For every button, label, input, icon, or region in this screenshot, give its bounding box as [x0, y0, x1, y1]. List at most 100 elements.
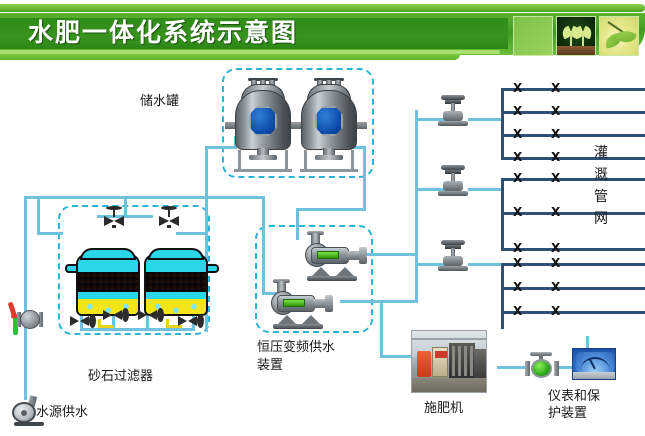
pipe-valve1-feed [415, 118, 445, 121]
storage-tank-1 [225, 78, 301, 162]
emitter: X [551, 81, 561, 95]
emitter: X [551, 205, 561, 219]
header-underline [0, 50, 500, 54]
lateral-1-1 [501, 88, 645, 91]
emitter: X [513, 280, 523, 294]
page-title: 水肥一体化系统示意图 [28, 18, 299, 47]
emitter: X [551, 304, 561, 318]
lateral-3-1 [501, 263, 645, 266]
pipe-source-to-top [24, 196, 264, 199]
butterfly-valve-4[interactable] [178, 314, 204, 328]
lateral-1-4 [501, 157, 645, 160]
water-source-label: 水源供水 [36, 405, 89, 420]
vfd-pump-enclosure [255, 225, 373, 333]
emitter: X [513, 205, 523, 219]
pipe-filter-top-drop [124, 196, 127, 216]
water-source-pump-icon [12, 395, 46, 426]
butterfly-valve-1[interactable] [70, 314, 96, 328]
irrigation-control-valve-2[interactable] [436, 165, 470, 199]
lateral-1-3 [501, 134, 645, 137]
pipe-valve3-feed [415, 263, 445, 266]
lateral-3-2 [501, 287, 645, 290]
storage-tank-2 [291, 78, 367, 162]
pipe-valve2-out [468, 188, 502, 191]
filter-2-top-gate-valve[interactable] [158, 206, 180, 228]
sand-filter-label: 砂石过滤器 [88, 369, 154, 384]
emitter: X [513, 171, 523, 185]
emitter: X [551, 256, 561, 270]
pressure-gauge [572, 348, 616, 380]
water-source-valve[interactable] [7, 301, 43, 336]
header-bottom-curve [0, 54, 460, 60]
emitter: X [551, 280, 561, 294]
irrigation-manifold-3 [501, 263, 504, 329]
emitter: X [513, 241, 523, 255]
lateral-2-2 [501, 212, 645, 215]
pipe-drain-manifold [80, 328, 195, 331]
pipe-pump2-suction [262, 196, 265, 292]
lateral-2-3 [501, 248, 645, 251]
pipe-gauge-feed [586, 336, 589, 358]
storage-tank-label: 储水罐 [140, 94, 180, 109]
butterfly-valve-2[interactable] [103, 308, 129, 322]
lateral-3-3 [501, 311, 645, 314]
pipe-main-riser [415, 110, 418, 302]
irrigation-control-valve-3[interactable] [436, 240, 470, 274]
butterfly-valve-3[interactable] [138, 308, 164, 322]
pipe-to-pump-header [296, 208, 366, 211]
emitter: X [551, 241, 561, 255]
irrigation-control-valve-1[interactable] [436, 95, 470, 129]
pipe-to-tank-riser [205, 146, 208, 234]
pipe-pump1-suction [296, 208, 299, 240]
pipe-pump1-discharge [356, 253, 418, 256]
pipe-instrument-in [497, 366, 525, 369]
instrument-device-label-line1: 仪表和保 [548, 389, 601, 404]
header-top-bar [0, 4, 645, 12]
storage-tank-1-legs [232, 150, 294, 172]
emitter: X [551, 171, 561, 185]
header-dark-stripe [0, 18, 508, 49]
pipe-filter-inlet-drop [37, 196, 40, 232]
instrument-device-label-line2: 护装置 [548, 406, 588, 421]
emitter: X [513, 304, 523, 318]
blank-green-thumb [513, 16, 553, 56]
irrigation-manifold-1 [501, 88, 504, 158]
pipe-fertilizer-in [380, 355, 414, 358]
emitter: X [551, 104, 561, 118]
storage-tank-enclosure [222, 68, 374, 178]
instrument-valve[interactable] [522, 352, 562, 380]
irrigation-network-label: 灌溉管网 [594, 145, 608, 227]
pipe-tank-down [363, 146, 366, 208]
seedling-photo-thumb [556, 16, 596, 56]
sand-filter-1 [65, 248, 140, 328]
vfd-pump-label-line1: 恒压变频供水 [257, 340, 336, 355]
pipe-source-upper [24, 196, 27, 304]
pipe-fertilizer-drop [380, 300, 383, 356]
pipe-valve2-feed [415, 188, 445, 191]
emitter: X [513, 104, 523, 118]
tank-1-sight-port [249, 106, 277, 136]
emitter: X [513, 150, 523, 164]
pipe-pump2-discharge [340, 300, 418, 303]
pipe-pump2-inlet [262, 292, 280, 295]
leaf-photo-thumb [599, 16, 639, 56]
fertilizer-machine-photo [411, 330, 487, 393]
fertilizer-machine-label: 施肥机 [424, 401, 464, 416]
emitter: X [513, 127, 523, 141]
filter-1-top-gate-valve[interactable] [103, 206, 125, 228]
pipe-instrument-out [556, 366, 578, 369]
vfd-pump-1 [305, 231, 369, 281]
emitter: X [551, 150, 561, 164]
lateral-1-2 [501, 111, 645, 114]
lateral-2-1 [501, 178, 645, 181]
emitter: X [513, 81, 523, 95]
pipe-source-riser [24, 300, 27, 400]
pipe-filter-inlet-left [37, 232, 63, 235]
pipe-valve1-out [468, 118, 502, 121]
pipe-filter-outlet-right [176, 232, 208, 235]
emitter: X [551, 127, 561, 141]
pipe-to-tank-inlet [205, 146, 237, 149]
pipe-valve3-out [468, 263, 502, 266]
tank-2-sight-port [315, 106, 343, 136]
